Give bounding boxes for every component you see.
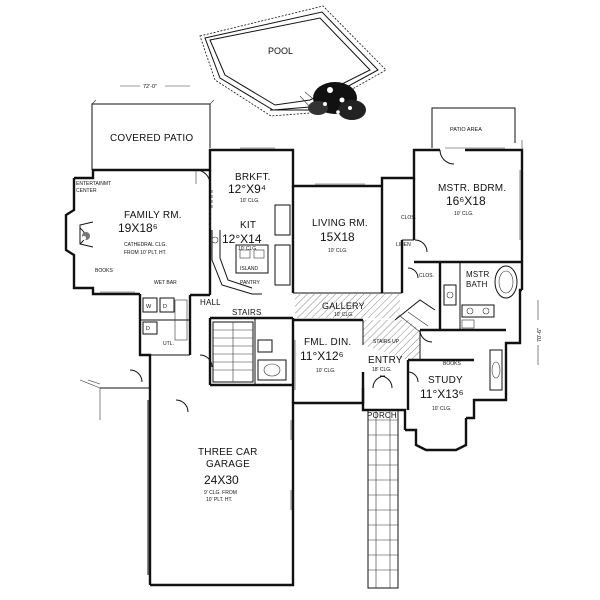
living-room-dimensions: 15X18 (320, 230, 355, 244)
pool (199, 5, 387, 117)
entry-label: ENTRY (368, 355, 403, 366)
shrubbery (308, 82, 366, 120)
garage-label-2: GARAGE (206, 459, 250, 470)
stairs-up-label: STAIRS UP (373, 339, 400, 345)
formal-dining-label: FML. DIN. (304, 337, 351, 348)
svg-text:W: W (146, 304, 152, 310)
gallery-floor (295, 294, 420, 360)
gallery-ceiling: 10' CLG. (334, 312, 354, 318)
formal-dining-ceiling: 10' CLG. (316, 368, 336, 374)
entry-ceiling: 18' CLG. (372, 367, 392, 373)
svg-text:D: D (146, 326, 150, 332)
garage-ceiling-2: 10' PLT. HT. (206, 497, 232, 503)
doors (129, 149, 455, 413)
interior-walls (140, 170, 522, 410)
porch-label: PORCH (367, 411, 397, 420)
master-bedroom-ceiling: 10' CLG. (454, 211, 474, 217)
master-bath-label-2: BATH (466, 280, 488, 289)
formal-dining-dimensions: 11°X12⁶ (300, 349, 344, 363)
breakfast-ceiling: 10' CLG. (240, 198, 260, 204)
family-books-label: BOOKS (95, 268, 113, 274)
svg-text:D: D (163, 304, 167, 310)
kitchen-label: KIT (240, 220, 256, 231)
front-walk (367, 409, 399, 589)
garage-ceiling-1: 9' CLG. FROM (204, 490, 237, 496)
study-books-label: BOOKS (443, 361, 461, 367)
breakfast-dimensions: 12°X9⁴ (228, 182, 266, 196)
windows (100, 147, 521, 510)
stairs (212, 299, 436, 383)
fireplace (79, 227, 90, 245)
wet-bar-label: WET BAR (154, 280, 177, 286)
living-room-ceiling: 10' CLG. (328, 248, 348, 254)
study-dimensions: 11°X13⁶ (420, 387, 464, 401)
covered-patio (91, 99, 215, 170)
family-room-ceiling-1: CATHEDRAL CLG. (124, 242, 167, 248)
pool-label: POOL (268, 46, 293, 56)
breakfast-label: BRKFT. (235, 172, 271, 183)
kitchen-dimensions: 12°X14 (222, 232, 262, 246)
master-bath-label-1: MSTR (466, 270, 489, 279)
closet-label-1: CLOS. (401, 215, 416, 221)
overall-width-label: 72'-0" (143, 84, 157, 90)
family-room-label: FAMILY RM. (124, 210, 182, 221)
half-bath (257, 339, 287, 381)
kitchen-pantry-label: PANTRY (240, 280, 260, 286)
overall-depth-label: 70'-6" (537, 328, 543, 342)
stairs-label: STAIRS (232, 308, 262, 317)
garage-label-1: THREE CAR (198, 447, 258, 458)
entertainment-center-label-1: ENTERTAINMT (76, 181, 111, 187)
covered-patio-label: COVERED PATIO (110, 133, 193, 144)
utility-fixtures: W D D (142, 297, 188, 341)
linen-label: LINEN (396, 242, 411, 248)
exterior-walls (64, 140, 524, 587)
patio-area-label: PATIO AREA (450, 127, 482, 133)
entertainment-center-label-2: CENTER (76, 188, 97, 194)
master-bedroom-label: MSTR. BDRM. (438, 183, 506, 194)
living-room-label: LIVING RM. (312, 218, 368, 229)
master-bedroom-dimensions: 16⁶X18 (446, 194, 486, 208)
closet-label-2: CLOS. (419, 273, 434, 279)
kitchen-fixtures (211, 190, 291, 295)
family-room-dimensions: 19X18⁶ (118, 221, 158, 235)
master-bath-fixtures (443, 265, 518, 391)
garage (79, 379, 149, 575)
patio-area (431, 107, 516, 148)
family-room-ceiling-2: FROM 10' PLT. HT. (124, 250, 167, 256)
study-ceiling: 10' CLG. (432, 406, 452, 412)
garage-dimensions: 24X30 (204, 473, 239, 487)
utility-label: UTL. (163, 341, 174, 347)
gallery-label: GALLERY (322, 301, 365, 311)
hall-label: HALL (200, 298, 221, 307)
kitchen-island-label: ISLAND (240, 266, 258, 272)
study-label: STUDY (428, 375, 463, 386)
kitchen-ceiling: 10' CLG. (238, 246, 258, 252)
